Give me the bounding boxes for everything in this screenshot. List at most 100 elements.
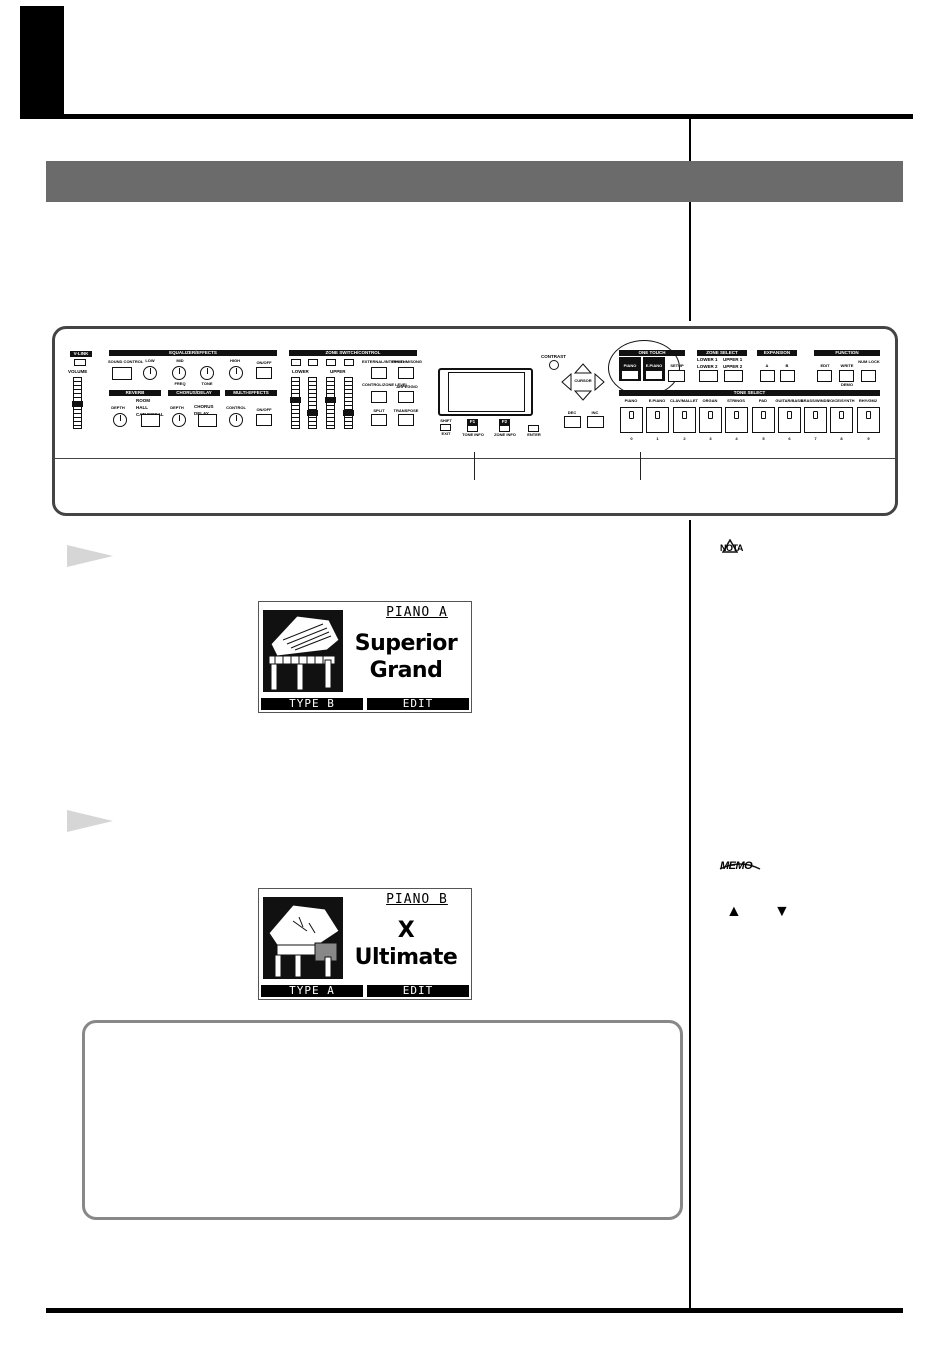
reverb-button[interactable]	[141, 414, 160, 427]
shift-button[interactable]	[440, 424, 451, 431]
tone-label-0: PIANO	[624, 398, 638, 403]
contrast-knob[interactable]	[549, 360, 559, 370]
control-zone-level-button[interactable]	[371, 391, 387, 403]
tone-button-1[interactable]	[646, 407, 669, 433]
f2-button[interactable]	[499, 425, 510, 432]
edit-label: EDIT	[820, 363, 830, 368]
zone-switch-button-2[interactable]	[308, 359, 318, 366]
expansion-a-button[interactable]	[760, 370, 775, 382]
screen-b-name-line-2: Ultimate	[354, 945, 458, 970]
cursor-pad[interactable]	[560, 362, 606, 402]
rhythm-song-label: RHYTHM/SONG	[392, 359, 422, 364]
eq-low-knob[interactable]	[143, 366, 157, 380]
epiano-button-label: E.PIANO	[645, 363, 663, 368]
footer-rule	[46, 1308, 903, 1313]
warning-icon	[722, 539, 738, 553]
vlink-button[interactable]	[74, 359, 86, 366]
screen-a-f2-label[interactable]: EDIT	[367, 698, 469, 710]
delay-label: DELAY	[194, 411, 209, 416]
f1-button[interactable]	[467, 425, 478, 432]
zone-switch-title: ZONE SWITCH/CONTROL	[289, 350, 417, 356]
tone-button-6[interactable]	[778, 407, 801, 433]
arpeggio-button[interactable]	[398, 391, 414, 403]
num-lock-button[interactable]	[861, 370, 876, 382]
tone-label-4: STRINGS	[727, 398, 745, 403]
screen-b-f1-label[interactable]: TYPE A	[261, 985, 363, 997]
f1-label: F1	[467, 419, 478, 425]
split-label: SPLIT	[373, 408, 385, 413]
zone-select-upper-button[interactable]	[724, 370, 743, 382]
zone-slider-3-cap[interactable]	[325, 397, 336, 403]
eq-high-knob[interactable]	[229, 366, 243, 380]
setup-button[interactable]	[668, 370, 685, 382]
zone-slider-1[interactable]	[291, 377, 300, 429]
nota-label: NOTA	[720, 543, 743, 553]
eq-mid-freq-knob[interactable]	[172, 366, 186, 380]
tone-button-2[interactable]	[673, 407, 696, 433]
zone-slider-2[interactable]	[308, 377, 317, 429]
demo-label: DEMO	[841, 382, 853, 387]
zone-switch-button-1[interactable]	[291, 359, 301, 366]
expansion-b-button[interactable]	[780, 370, 795, 382]
zone-slider-3[interactable]	[326, 377, 335, 429]
tone-button-5[interactable]	[752, 407, 775, 433]
reverb-depth-knob[interactable]	[113, 413, 127, 427]
tone-index-9: 9	[867, 436, 870, 441]
piano-button-face[interactable]	[622, 371, 638, 379]
multi-control-knob[interactable]	[229, 413, 243, 427]
reverb-hall-label: HALL	[136, 405, 148, 410]
multi-onoff-button[interactable]	[256, 414, 272, 426]
sound-control-button[interactable]	[112, 367, 132, 380]
tone-info-label: TONE INFO	[462, 432, 484, 437]
edit-button[interactable]	[817, 370, 832, 382]
tone-label-3: ORGAN	[702, 398, 718, 403]
control-zone-level-label: CONTROL/ZONE LEVEL	[362, 382, 408, 387]
screen-a-f1-label[interactable]: TYPE B	[261, 698, 363, 710]
inc-button[interactable]	[587, 416, 604, 428]
zone-slider-2-cap[interactable]	[307, 410, 318, 416]
chorus-button[interactable]	[198, 414, 217, 427]
zone-switch-button-3[interactable]	[326, 359, 336, 366]
tone-label-7: BRASS/WINDS	[800, 398, 830, 403]
shift-label: SHIFT	[440, 418, 452, 423]
eq-onoff-button[interactable]	[256, 367, 272, 379]
up-arrow-icon: ▲	[726, 903, 742, 920]
eq-low-label: LOW	[145, 358, 155, 363]
epiano-button-face[interactable]	[646, 371, 662, 379]
enter-button[interactable]	[528, 425, 539, 432]
tone-button-3[interactable]	[699, 407, 722, 433]
tone-button-9[interactable]	[857, 407, 880, 433]
zone-slider-1-cap[interactable]	[290, 397, 301, 403]
reverb-room-label: ROOM	[136, 398, 150, 403]
tone-button-0[interactable]	[620, 407, 643, 433]
volume-slider-cap[interactable]	[72, 401, 83, 407]
tone-button-7[interactable]	[804, 407, 827, 433]
transpose-button[interactable]	[398, 414, 414, 426]
write-button[interactable]	[839, 370, 854, 382]
rhythm-song-button[interactable]	[398, 367, 414, 379]
zone-upper-label: UPPER	[330, 369, 346, 374]
lcd-screen-a: ▲▼ PIANO A Superior Grand TYPE B EDIT	[258, 601, 472, 713]
tone-label-6: GUITAR/BASS	[775, 398, 803, 403]
screen-b-f2-label[interactable]: EDIT	[367, 985, 469, 997]
zone-upper1-label: UPPER 1	[723, 357, 743, 362]
chapter-tab	[20, 6, 64, 118]
chorus-delay-title: CHORUS/DELAY	[168, 390, 220, 396]
zone-switch-button-4[interactable]	[344, 359, 354, 366]
zone-slider-4[interactable]	[344, 377, 353, 429]
zone-select-title: ZONE SELECT	[697, 350, 747, 356]
split-button[interactable]	[371, 414, 387, 426]
eq-mid-label: MID	[176, 358, 184, 363]
dec-button[interactable]	[564, 416, 581, 428]
chorus-depth-knob[interactable]	[172, 413, 186, 427]
tone-button-4[interactable]	[725, 407, 748, 433]
column-divider-top	[689, 119, 691, 321]
external-internal-button[interactable]	[371, 367, 387, 379]
zone-lower-label: LOWER	[292, 369, 309, 374]
tone-button-8[interactable]	[830, 407, 853, 433]
eq-mid-tone-knob[interactable]	[200, 366, 214, 380]
down-arrow-icon: ▼	[774, 903, 790, 920]
zone-select-lower-button[interactable]	[699, 370, 718, 382]
tone-label-2: CLAV/MALLET	[670, 398, 698, 403]
zone-slider-4-cap[interactable]	[343, 410, 354, 416]
